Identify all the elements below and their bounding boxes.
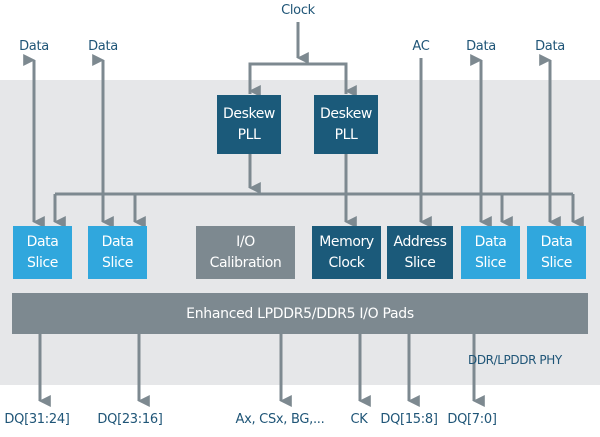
io-calibration-block[interactable]: I/O Calibration xyxy=(196,226,295,279)
data-input-label-4: Data xyxy=(535,39,565,54)
data-input-label-2: Data xyxy=(88,39,118,54)
ac-label: AC xyxy=(412,39,430,54)
output-label-dq15-8: DQ[15:8] xyxy=(380,412,438,427)
block-label-line1: I/O xyxy=(236,233,255,250)
block-label-line2: Slice xyxy=(102,254,133,271)
block-label-line1: Data xyxy=(540,233,573,250)
block-label-line1: Data xyxy=(474,233,507,250)
block-label-line1: Data xyxy=(26,233,59,250)
data-input-label-3: Data xyxy=(466,39,496,54)
pll-label-line1: Deskew xyxy=(320,105,372,122)
output-label-addr-cmd: Ax, CSx, BG,... xyxy=(235,412,325,427)
block-label-line2: Clock xyxy=(328,254,365,271)
pll-label-line1: Deskew xyxy=(223,105,275,122)
block-label-line2: Slice xyxy=(541,254,572,271)
output-label-ck: CK xyxy=(350,412,368,427)
data-input-label-1: Data xyxy=(19,39,49,54)
pll-label-line2: PLL xyxy=(237,126,261,143)
phy-region-label: DDR/LPDDR PHY xyxy=(468,353,562,367)
block-label-line2: Slice xyxy=(27,254,58,271)
block-label-line1: Data xyxy=(101,233,134,250)
block-label-line1: Memory xyxy=(319,233,374,250)
io-pads-bar[interactable]: Enhanced LPDDR5/DDR5 I/O Pads xyxy=(12,293,588,334)
block-label-line2: Slice xyxy=(475,254,506,271)
output-label-dq23-16: DQ[23:16] xyxy=(97,412,163,427)
io-pads-label: Enhanced LPDDR5/DDR5 I/O Pads xyxy=(186,305,414,322)
block-label-line2: Slice xyxy=(404,254,436,271)
block-label-line2: Calibration xyxy=(209,254,282,271)
output-label-dq31-24: DQ[31:24] xyxy=(4,412,70,427)
clock-split-wire xyxy=(248,62,348,94)
output-label-dq7-0: DQ[7:0] xyxy=(447,412,497,427)
block-label-line1: Address xyxy=(393,233,447,250)
pll-label-line2: PLL xyxy=(334,126,358,143)
clock-label: Clock xyxy=(281,3,315,18)
